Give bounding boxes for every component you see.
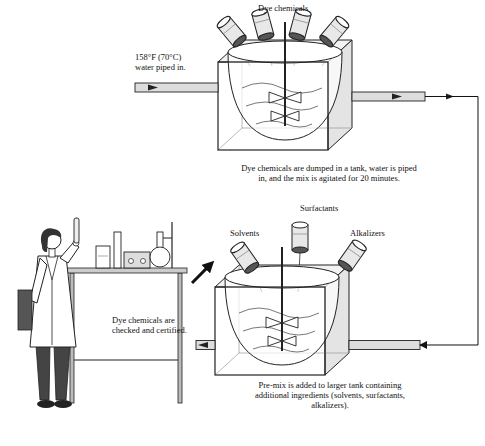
flow-arrow	[192, 265, 210, 283]
clipboard	[18, 290, 32, 330]
ring-stand	[171, 222, 172, 268]
inlet-pipe	[349, 341, 420, 350]
bench-leg	[178, 273, 182, 403]
clamp	[162, 238, 172, 239]
chemical-can	[216, 15, 248, 49]
chemical-can	[229, 240, 260, 275]
bench-crossbar	[74, 360, 178, 361]
lab-coat	[30, 256, 76, 347]
flow-arrow	[420, 96, 478, 345]
lowered-arm	[30, 258, 47, 303]
input-label: 158°F (70°C) water piped in.	[135, 52, 197, 72]
outlet-pipe	[352, 92, 425, 101]
dial	[129, 259, 134, 264]
beaker-liquid	[98, 256, 108, 257]
outlet-pipe	[196, 341, 215, 350]
process-step: Dye chemicals158°F (70°C) water piped in…	[210, 5, 425, 267]
ingredient-label: Surfactants	[300, 203, 360, 213]
beaker	[96, 246, 110, 268]
step-caption: Dye chemicals are dumped in a tank, wate…	[238, 163, 420, 183]
chemical-can	[337, 238, 368, 273]
flask-neck	[157, 232, 163, 248]
chemical-can	[292, 222, 308, 253]
flow-arrowhead	[392, 94, 402, 100]
flow-arrowhead	[148, 85, 158, 91]
shoe	[37, 400, 55, 408]
trouser-leg	[54, 345, 70, 400]
trouser-leg	[36, 345, 50, 400]
ingredient-label: Dye chemicals	[258, 3, 328, 13]
coat-lapel	[46, 256, 58, 345]
flow-arrowhead	[198, 342, 208, 348]
dial	[141, 259, 146, 264]
hot-plate	[124, 252, 150, 268]
chemical-can	[318, 15, 350, 49]
bench-top	[62, 268, 187, 273]
process-step: Dye chemicals are checked and certified.	[8, 200, 192, 415]
shoe	[54, 400, 72, 408]
step-caption: Dye chemicals are checked and certified.	[112, 315, 204, 335]
ingredient-label: Solvents	[230, 228, 280, 238]
water-pipe	[135, 83, 218, 92]
graduated-cylinder	[114, 232, 121, 268]
hair	[41, 228, 61, 252]
step-caption: Pre-mix is added to larger tank containi…	[255, 380, 405, 410]
ingredient-label: Alkalizers	[350, 228, 405, 238]
flask	[150, 247, 170, 267]
mixing-tank	[215, 247, 349, 375]
flow-arrowhead	[446, 94, 454, 100]
test-tube	[74, 218, 79, 243]
process-step: Solvents SurfactantsAlkalizersPre-mix is …	[200, 200, 420, 415]
